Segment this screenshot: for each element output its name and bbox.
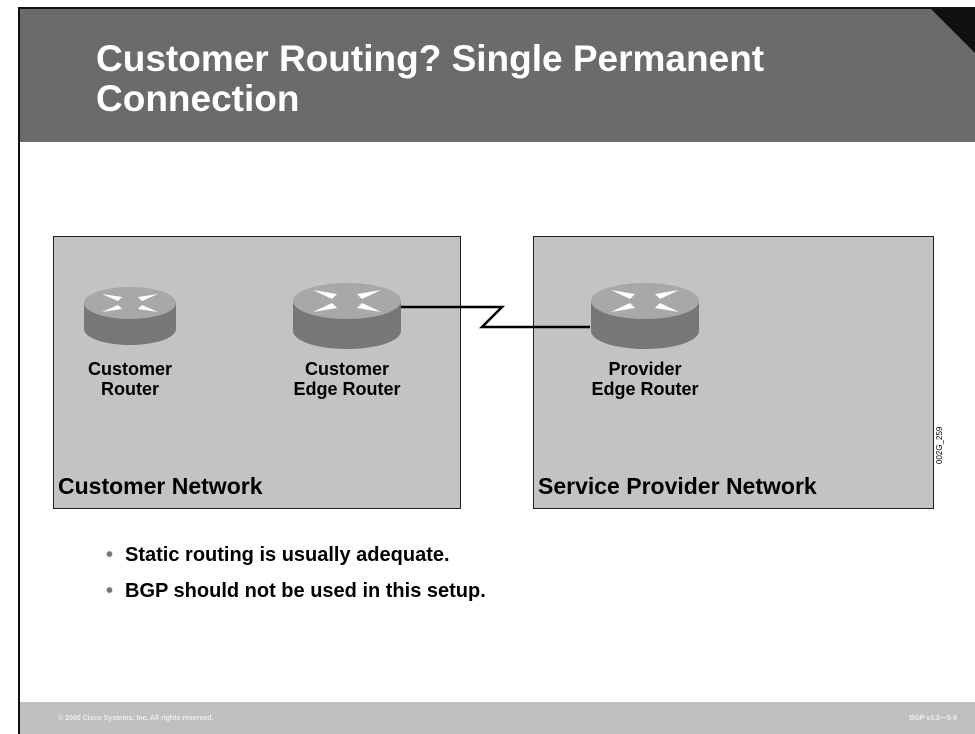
bullet-item: Static routing is usually adequate. <box>106 537 486 573</box>
copyright-text: © 2005 Cisco Systems, Inc. All rights re… <box>58 715 214 722</box>
customer-network-box: Customer Network <box>53 236 461 509</box>
router-label-line1: Customer <box>304 359 389 379</box>
title-bar: Customer Routing? Single Permanent Conne… <box>20 9 975 142</box>
footer-bar: © 2005 Cisco Systems, Inc. All rights re… <box>20 702 975 734</box>
customer-network-label: Customer Network <box>58 473 263 499</box>
router-label: Customer Edge Router <box>262 359 432 399</box>
slide-title: Customer Routing? Single Permanent Conne… <box>96 38 765 119</box>
router-icon <box>293 283 401 349</box>
serial-link <box>400 305 590 329</box>
router-label: Provider Edge Router <box>560 359 730 399</box>
router-label-line1: Provider <box>608 359 682 379</box>
bullet-item: BGP should not be used in this setup. <box>106 573 486 609</box>
router-icon <box>84 287 176 345</box>
provider-network-box: Service Provider Network <box>533 236 934 509</box>
corner-decoration <box>931 9 975 55</box>
slide: Customer Routing? Single Permanent Conne… <box>18 7 975 734</box>
bullet-list: Static routing is usually adequate. BGP … <box>106 537 486 609</box>
router-label-line1: Customer <box>87 359 172 379</box>
router-label-line2: Edge Router <box>591 379 699 399</box>
router-label-line2: Router <box>101 379 159 399</box>
router-icon <box>591 283 699 349</box>
course-code: BGP v3.2—5-9 <box>909 715 957 722</box>
router-label-line2: Edge Router <box>293 379 401 399</box>
figure-id: 002G_259 <box>935 426 944 464</box>
router-label: Customer Router <box>70 359 190 399</box>
provider-network-label: Service Provider Network <box>538 473 817 499</box>
